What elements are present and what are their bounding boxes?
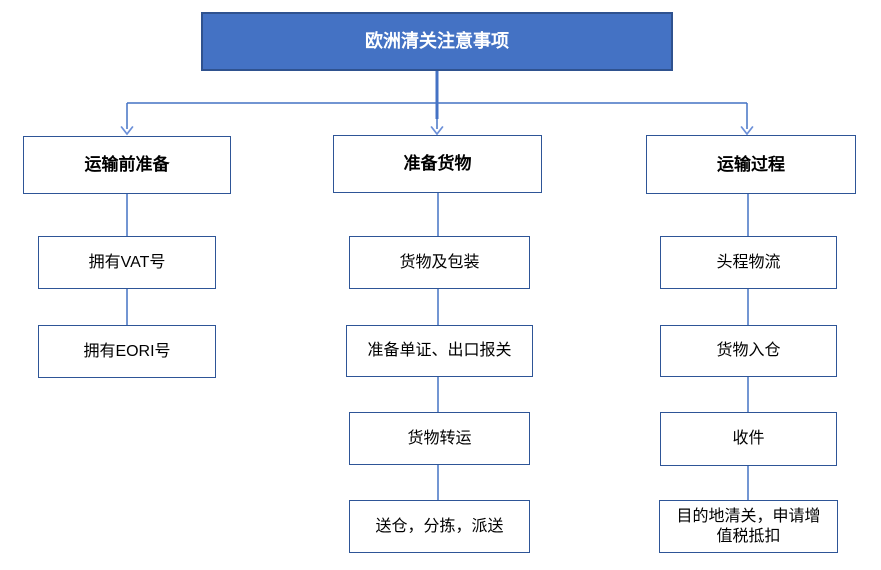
step-documents-export-declaration: 准备单证、出口报关 bbox=[346, 325, 533, 377]
step-vat-number: 拥有VAT号 bbox=[38, 236, 216, 289]
arrowhead-middle bbox=[430, 126, 444, 136]
arrowhead-right bbox=[740, 126, 754, 136]
title-box: 欧洲清关注意事项 bbox=[201, 12, 673, 71]
header-prepare-goods: 准备货物 bbox=[333, 135, 542, 193]
step-goods-packaging: 货物及包装 bbox=[349, 236, 530, 289]
step-first-leg-logistics: 头程物流 bbox=[660, 236, 837, 289]
step-goods-into-warehouse: 货物入仓 bbox=[660, 325, 837, 377]
step-eori-number: 拥有EORI号 bbox=[38, 325, 216, 378]
step-warehouse-sorting-delivery: 送仓，分拣，派送 bbox=[349, 500, 530, 553]
step-destination-clearance-vat-refund: 目的地清关，申请增值税抵扣 bbox=[659, 500, 838, 553]
step-receiving: 收件 bbox=[660, 412, 837, 466]
arrowhead-left bbox=[120, 126, 134, 136]
header-transport-process: 运输过程 bbox=[646, 135, 856, 194]
header-transport-prep: 运输前准备 bbox=[23, 136, 231, 194]
step-goods-transshipment: 货物转运 bbox=[349, 412, 530, 465]
